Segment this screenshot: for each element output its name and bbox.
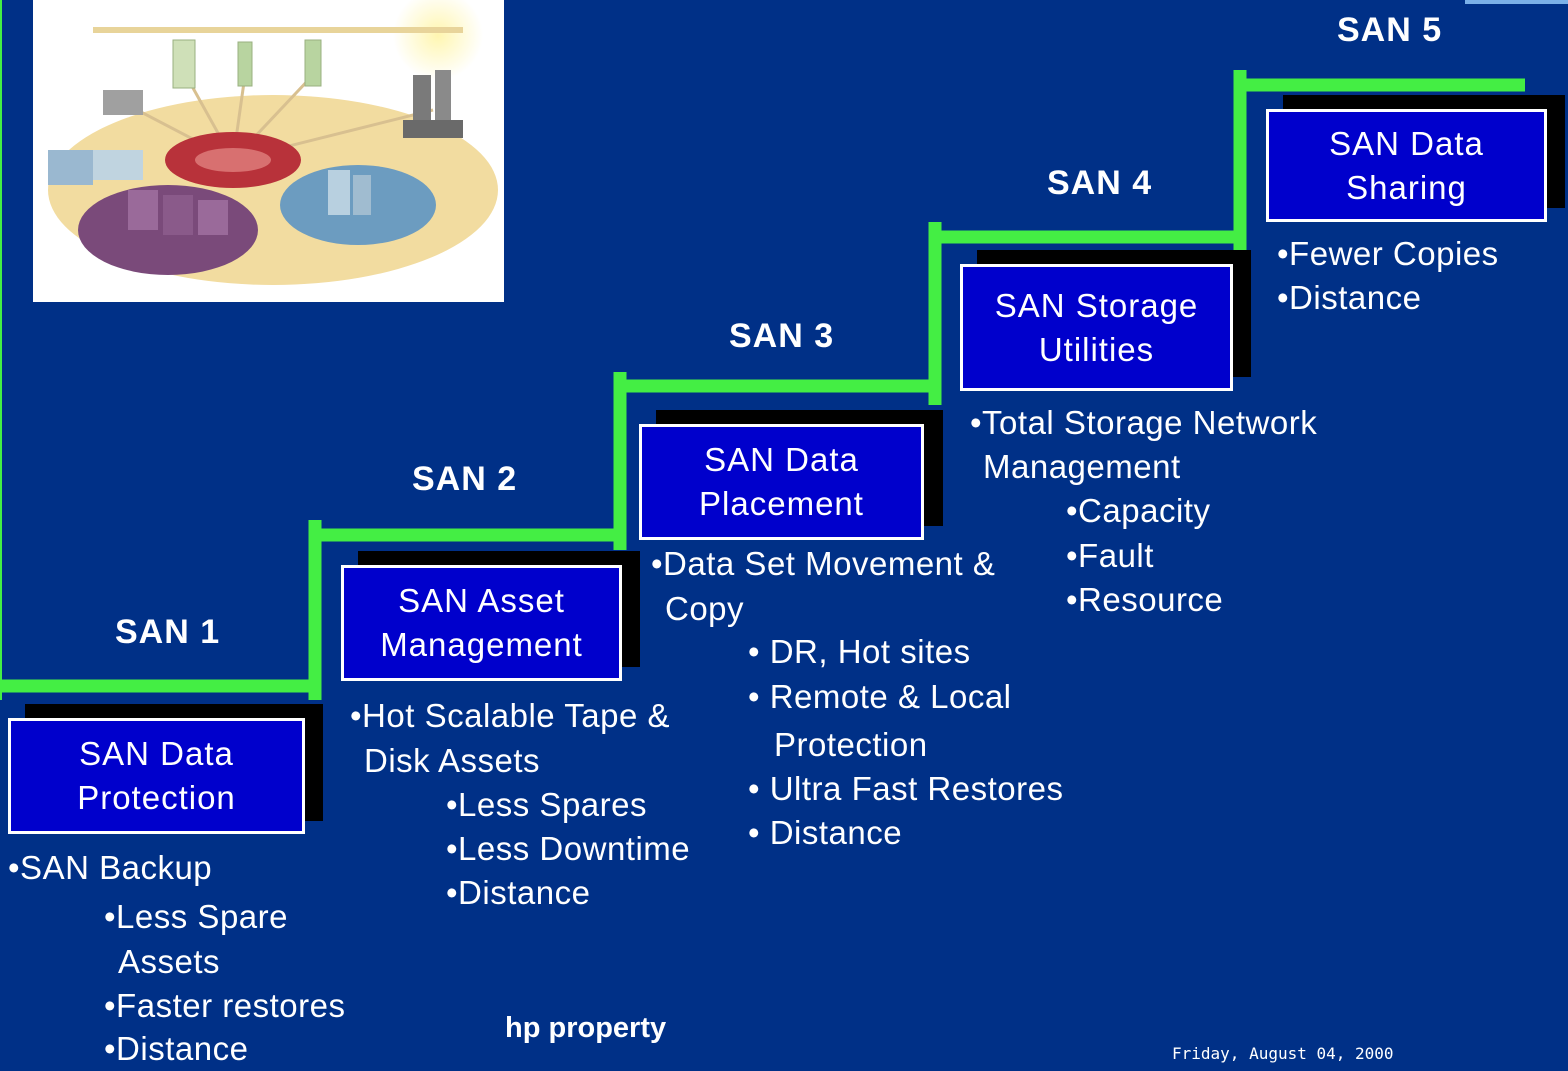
bullet-item: Assets <box>118 943 221 980</box>
stage-label-san2: SAN 2 <box>412 460 518 498</box>
stage-title-line2: Protection <box>77 779 236 816</box>
bullet-item: Disk Assets <box>364 742 541 779</box>
bullet-item: Copy <box>665 590 745 627</box>
bullet-item: • Remote & Local <box>748 678 1012 715</box>
bullet-item: • Ultra Fast Restores <box>748 770 1064 807</box>
bullet-item: •Hot Scalable Tape & <box>350 697 670 734</box>
bullet-item: •Distance <box>446 874 591 911</box>
bullet-item: •SAN Backup <box>8 849 213 886</box>
bullet-item: • Distance <box>748 814 903 851</box>
footer-property-label: hp property <box>505 1012 667 1044</box>
bullet-item: •Fault <box>1066 537 1154 574</box>
stage-title-line2: Management <box>380 626 583 663</box>
stage-box-san4: SAN Storage Utilities <box>960 264 1233 391</box>
bullet-item: •Capacity <box>1066 492 1211 529</box>
bullet-item: •Less Downtime <box>446 830 691 867</box>
bullet-item: •Data Set Movement & <box>651 545 996 582</box>
stage-box-san5: SAN Data Sharing <box>1266 109 1547 222</box>
stage-title-line1: SAN Storage <box>994 286 1199 324</box>
bullet-item: •Distance <box>104 1030 249 1067</box>
bullet-item: •Faster restores <box>104 987 346 1024</box>
footer-date: Friday, August 04, 2000 <box>1172 1044 1394 1063</box>
bullet-item: •Total Storage Network <box>970 404 1318 441</box>
bullet-item: • DR, Hot sites <box>748 633 971 670</box>
stage-box-san1: SAN Data Protection <box>8 718 305 834</box>
san-network-illustration <box>33 0 504 302</box>
bullet-item: •Fewer Copies <box>1277 235 1499 272</box>
bullet-item: Management <box>983 448 1181 485</box>
stage-title-line1: SAN Asset <box>398 582 565 619</box>
stage-label-san3: SAN 3 <box>729 317 835 355</box>
stage-title-line2: Sharing <box>1346 168 1467 206</box>
stage-title-line1: SAN Data <box>79 735 234 772</box>
bullet-item: •Less Spares <box>446 786 647 823</box>
stage-title-line1: SAN Data <box>1329 124 1484 162</box>
stage-label-san5: SAN 5 <box>1337 11 1443 49</box>
stage-box-san2: SAN Asset Management <box>341 565 622 681</box>
stage-title-line2: Placement <box>699 485 864 522</box>
stage-box-san3: SAN Data Placement <box>639 424 924 540</box>
stage-label-san4: SAN 4 <box>1047 164 1153 202</box>
bullet-item: •Resource <box>1066 581 1224 618</box>
bullet-item: •Distance <box>1277 279 1422 316</box>
bullet-item: •Less Spare <box>104 898 288 935</box>
stage-label-san1: SAN 1 <box>115 613 221 651</box>
stage-title-line1: SAN Data <box>704 441 859 478</box>
network-diagram-graphic <box>48 0 498 285</box>
stage-title-line2: Utilities <box>1038 330 1155 368</box>
bullet-item: Protection <box>774 726 928 763</box>
